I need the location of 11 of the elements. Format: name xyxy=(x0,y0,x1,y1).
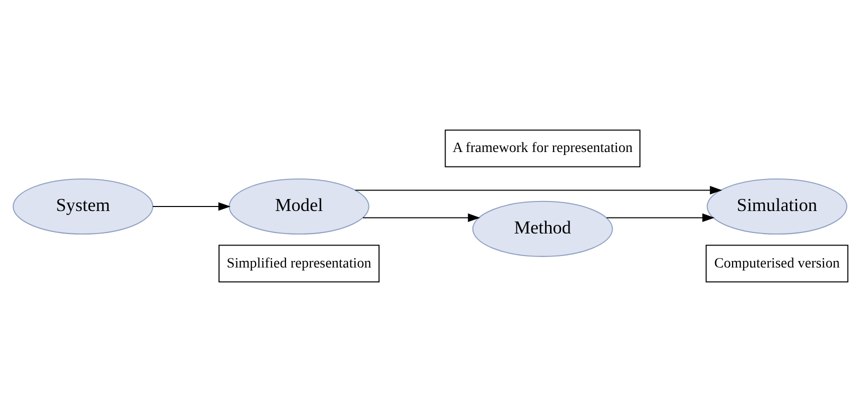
node-ellipse: System xyxy=(12,178,154,235)
node-box: Simplified representation xyxy=(218,244,380,282)
node-ellipse: Method xyxy=(472,200,613,257)
arrow xyxy=(606,213,715,222)
node-box: Computerised version xyxy=(706,244,848,282)
arrow xyxy=(355,186,722,194)
arrow xyxy=(363,213,480,222)
node-ellipse: Model xyxy=(228,178,370,235)
arrow xyxy=(152,202,231,211)
node-box: A framework for representation xyxy=(444,130,640,168)
node-ellipse: Simulation xyxy=(706,178,848,235)
